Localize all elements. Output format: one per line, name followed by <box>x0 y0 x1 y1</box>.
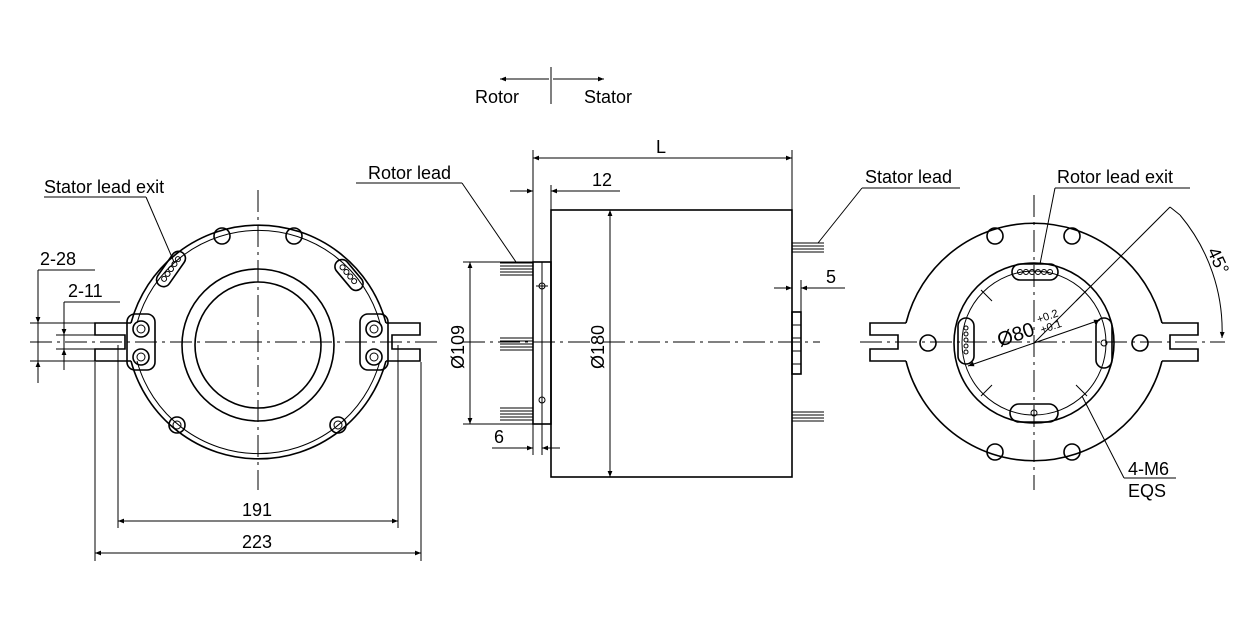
legend-stator: Stator <box>584 87 632 107</box>
dim-6: 6 <box>494 427 504 447</box>
dim-2-11: 2-11 <box>68 281 103 301</box>
dim-L: L <box>656 137 666 157</box>
label-rotor-lead-exit: Rotor lead exit <box>1057 167 1173 187</box>
dim-223: 223 <box>242 532 272 552</box>
label-eqs: EQS <box>1128 481 1166 501</box>
right-end-view: Ø80 +0.2 +0.1 45° Rotor lead exit 4-M6 E… <box>860 167 1233 501</box>
rotor-lead-wires <box>500 262 533 421</box>
label-stator-lead-exit: Stator lead exit <box>44 177 164 197</box>
label-rotor-lead: Rotor lead <box>368 163 451 183</box>
rotation-legend: Rotor Stator <box>475 67 632 107</box>
label-stator-lead: Stator lead <box>865 167 952 187</box>
dim-12: 12 <box>592 170 612 190</box>
dim-d109: Ø109 <box>448 325 468 369</box>
label-4-m6: 4-M6 <box>1128 459 1169 479</box>
dim-2-28: 2-28 <box>40 249 76 269</box>
dim-191: 191 <box>242 500 272 520</box>
stator-lead-wires <box>792 242 824 422</box>
dim-45deg: 45° <box>1203 244 1233 277</box>
left-end-view: Stator lead exit 2-28 2-11 191 223 <box>30 177 440 561</box>
side-view: Rotor lead Stator lead L 12 5 6 Ø109 <box>356 137 960 478</box>
dim-d180: Ø180 <box>588 325 608 369</box>
dim-5: 5 <box>826 267 836 287</box>
dim-d80-value: Ø80 <box>994 319 1037 352</box>
legend-rotor: Rotor <box>475 87 519 107</box>
